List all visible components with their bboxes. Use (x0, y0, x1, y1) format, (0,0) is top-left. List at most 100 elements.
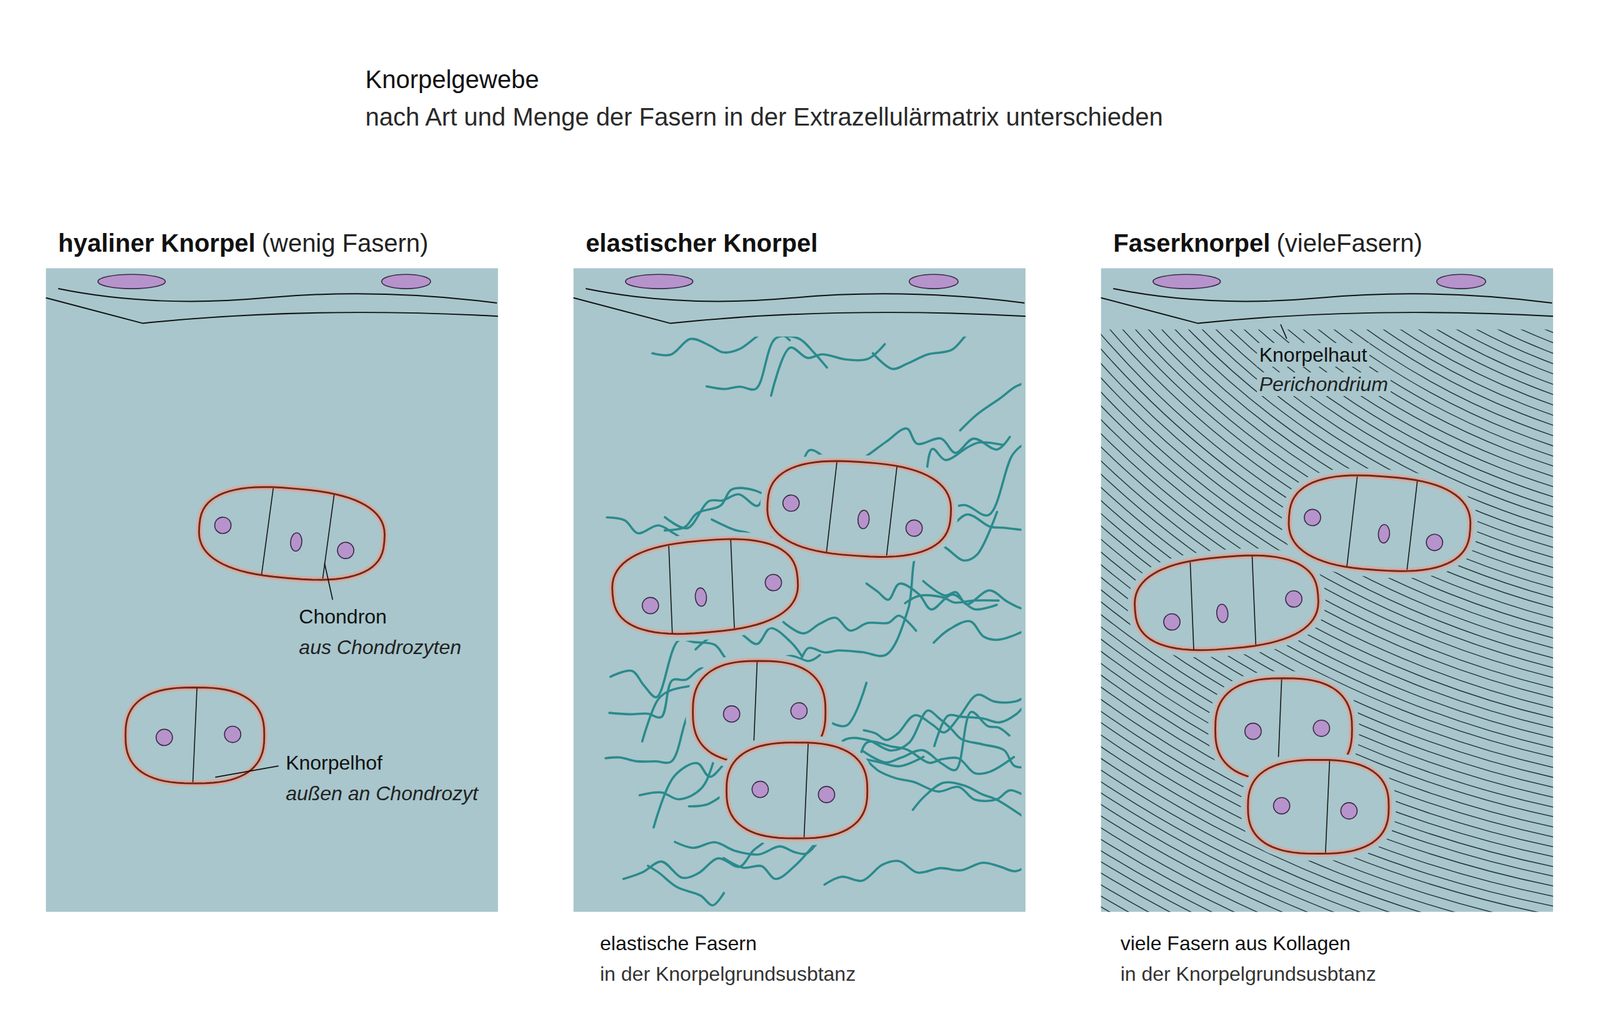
elastic-fiber-group (605, 336, 1022, 906)
panel-title: elastischer Knorpel (585, 229, 818, 257)
panel-caption-note: in der Knorpelgrundsusbtanz (600, 962, 856, 987)
cell-border (1346, 476, 1358, 567)
collagen-fiber (1101, 329, 1554, 912)
collagen-fiber (1101, 329, 1554, 912)
chondrocyte-nucleus (1340, 803, 1357, 820)
title-anchor: Knorpelgewebe (365, 64, 539, 95)
collagen-fiber (1101, 329, 1554, 668)
label-anchor: in der Knorpelgrundsusbtanz (1120, 962, 1377, 987)
collagen-fiber (1101, 329, 1554, 823)
collagen-fiber (1101, 329, 1554, 881)
chondrocyte-nucleus (782, 495, 800, 513)
elastic-fiber (706, 336, 827, 390)
label-anchor: Perichondrium (1256, 372, 1391, 397)
cell-border (665, 546, 677, 634)
collagen-fiber (1101, 329, 1554, 910)
chondron-outline (1131, 549, 1323, 657)
panel-ground (45, 268, 498, 912)
elastic-fiber (873, 336, 1009, 370)
panel-title: Faserknorpel (1113, 229, 1270, 257)
cartilage-panel: elastischer Knorpel (573, 268, 1026, 912)
diagram-title: Knorpelgewebe (365, 64, 539, 95)
chondrocyte-nucleus (156, 729, 173, 746)
perichondrium-line (585, 288, 1025, 304)
fibrocyte (381, 274, 431, 289)
panel-subtitle: (vieleFasern) (1276, 229, 1422, 257)
chondrocyte-nucleus (1285, 590, 1303, 609)
collagen-fiber (1101, 329, 1554, 912)
elastic-fiber (771, 344, 885, 396)
perichondrium-line (1101, 298, 1554, 324)
chondron-outline (764, 456, 955, 563)
collagen-fiber (1101, 329, 1554, 900)
label-anchor: in der Knorpelgrundsusbtanz (600, 962, 856, 987)
panel-caption-note: in der Knorpelgrundsusbtanz (1120, 962, 1377, 987)
chondrocyte-nucleus (905, 519, 924, 537)
collagen-fiber (1101, 329, 1554, 862)
fibrocyte (909, 274, 959, 289)
perichondrium-line (1113, 288, 1552, 304)
perichondrium (1101, 274, 1554, 324)
label-anchor: außen an Chondrozyt (283, 781, 481, 806)
chondrocyte-nucleus (1273, 798, 1290, 815)
cell-border (1325, 761, 1330, 854)
cell-border (726, 540, 739, 629)
collagen-fiber (1101, 329, 1554, 912)
chondron (1248, 760, 1389, 854)
perichondrium (45, 274, 498, 324)
label-anchor: Chondron (296, 605, 390, 629)
cell-border (804, 743, 809, 838)
fibrocyte (625, 274, 694, 289)
perichondrium-line (45, 298, 498, 324)
cartilage-halo (1285, 470, 1474, 577)
matrix-gap (125, 687, 265, 784)
chondrocyte-nucleus (1245, 723, 1262, 740)
chondrocyte-nucleus (641, 596, 660, 615)
collagen-fiber (1101, 329, 1554, 912)
chondrocyte-nucleus (1425, 533, 1444, 552)
chondrocyte-nucleus (818, 786, 835, 804)
panel-subtitle: (wenig Fasern) (261, 229, 429, 257)
collagen-fiber (1101, 329, 1554, 814)
collagen-fiber-group (1101, 329, 1554, 912)
matrix-gap (1248, 760, 1389, 854)
chondron (608, 533, 802, 641)
leader-line (1280, 324, 1287, 339)
chondrocyte-nucleus (1163, 613, 1181, 631)
panel-heading: Faserknorpel(vieleFasern) (1113, 228, 1423, 259)
elastic-fiber (723, 840, 818, 880)
collagen-fiber (1101, 329, 1554, 804)
collagen-fiber (1101, 329, 1554, 912)
part-note: außen an Chondrozyt (283, 781, 481, 806)
elastic-fiber (933, 618, 1022, 648)
collagen-fiber (1101, 329, 1554, 590)
collagen-fiber (1101, 329, 1554, 912)
chondrocyte-nucleus (723, 706, 740, 723)
cartilage-halo (608, 533, 802, 641)
collagen-fiber (1101, 329, 1554, 912)
fibrocyte (98, 274, 166, 289)
fibrocyte (1153, 274, 1221, 289)
part-note: aus Chondrozyten (296, 635, 464, 660)
elastic-fiber (913, 782, 1022, 826)
chondron (726, 743, 867, 839)
collagen-fiber (1101, 329, 1554, 891)
chondron-outline (195, 480, 389, 587)
collagen-fiber (1101, 329, 1554, 912)
perichondrium-line (58, 288, 497, 304)
elastic-fiber (923, 581, 1022, 632)
elastic-fiber (905, 595, 999, 604)
collagen-fiber (1134, 329, 1554, 397)
label-anchor: nach Art und Menge der Fasern in der Ext… (365, 101, 1163, 132)
collagen-fiber (1101, 329, 1554, 717)
chondrocyte-nucleus (1313, 720, 1330, 737)
collagen-fiber (1101, 329, 1554, 912)
collagen-fiber (1101, 329, 1554, 707)
collagen-fiber (1101, 329, 1554, 435)
collagen-fiber (1101, 329, 1554, 678)
subtitle: nach Art und Menge der Fasern in der Ext… (365, 101, 1163, 132)
chondrocyte-nucleus (694, 587, 707, 607)
elastic-fiber (824, 861, 1022, 885)
matrix-gap (764, 456, 955, 563)
